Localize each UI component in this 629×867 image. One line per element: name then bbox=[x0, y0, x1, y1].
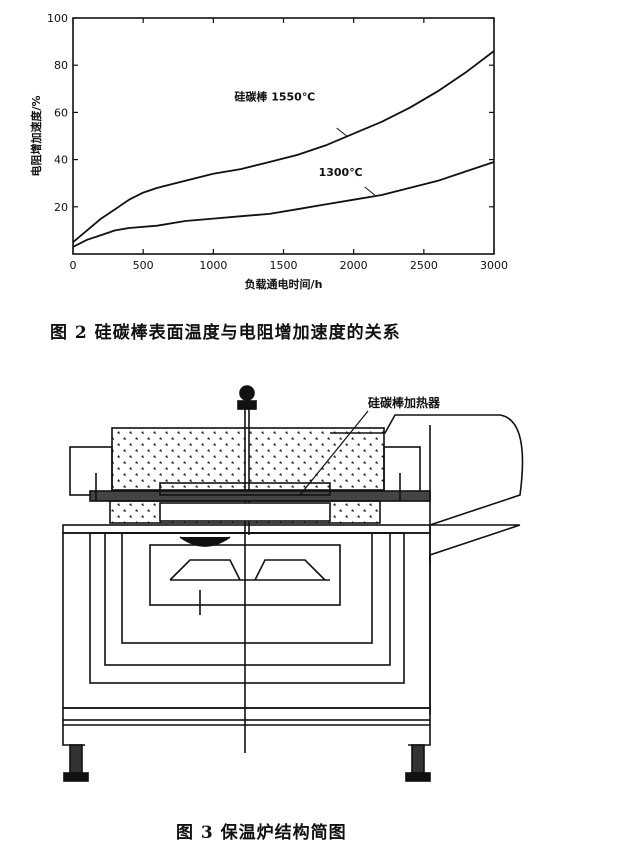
chart-series bbox=[72, 50, 495, 248]
series-label-leader bbox=[336, 127, 347, 137]
chart-ticks: 0 500 1000 1500 2000 2500 3000 20 40 60 80 100 bbox=[47, 12, 508, 272]
x-axis-label: 负载通电时间/h bbox=[245, 277, 323, 291]
x-tick-label: 3000 bbox=[480, 259, 508, 272]
plot-frame bbox=[72, 17, 495, 255]
heater-label: 硅碳棒加热器 bbox=[368, 395, 441, 410]
series-line bbox=[72, 161, 495, 248]
figure2-caption: 图 2 硅碳棒表面温度与电阻增加速度的关系 bbox=[50, 323, 401, 343]
x-tick-label: 2500 bbox=[410, 259, 438, 272]
furnace-lid bbox=[111, 427, 385, 491]
chart-labels: 硅碳棒 1550℃ 1300℃ 负载通电时间/h 电阻增加速度/% bbox=[29, 90, 376, 291]
x-tick-label: 500 bbox=[133, 259, 154, 272]
figure3-caption: 图 3 保温炉结构简图 bbox=[176, 823, 347, 843]
x-tick-label: 2000 bbox=[340, 259, 368, 272]
series-label: 1300℃ bbox=[319, 166, 363, 179]
y-tick-label: 20 bbox=[54, 201, 68, 214]
y-axis-label: 电阻增加速度/% bbox=[29, 95, 43, 176]
y-tick-label: 60 bbox=[54, 106, 68, 119]
series-label: 硅碳棒 1550℃ bbox=[234, 90, 315, 104]
heater-rod bbox=[89, 490, 431, 502]
series-line bbox=[72, 50, 495, 243]
furnace-diagram: 硅碳棒加热器 bbox=[62, 385, 524, 782]
x-tick-label: 0 bbox=[70, 259, 77, 272]
series-label-leader bbox=[364, 186, 376, 196]
y-tick-label: 80 bbox=[54, 59, 68, 72]
y-tick-label: 100 bbox=[47, 12, 68, 25]
chart-axes bbox=[72, 17, 495, 255]
y-tick-label: 40 bbox=[54, 154, 68, 167]
x-tick-label: 1500 bbox=[270, 259, 298, 272]
resistance-chart: 0 500 1000 1500 2000 2500 3000 20 40 60 80 100 硅碳棒 … bbox=[29, 12, 508, 291]
lift-knob bbox=[239, 385, 255, 401]
x-tick-label: 1000 bbox=[199, 259, 227, 272]
